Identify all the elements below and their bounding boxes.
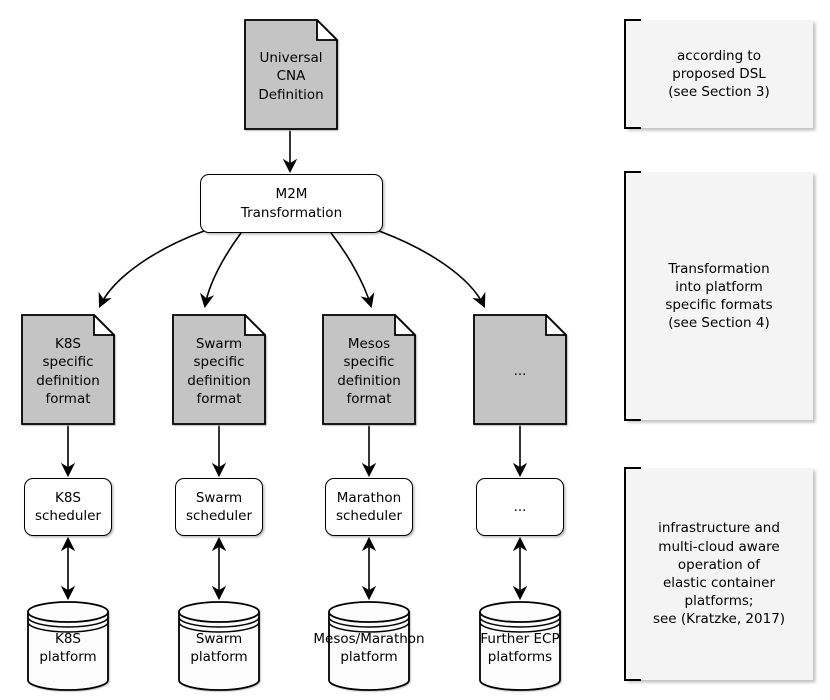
- swarm-scheduler-label: Swarm scheduler: [185, 489, 253, 524]
- annotation-operation: infrastructure and multi-cloud aware ope…: [624, 467, 813, 681]
- k8s-platform-label: K8S platform: [39, 631, 97, 666]
- node-swarm-definition-doc: Swarm specific definition format: [172, 314, 266, 425]
- node-k8s-scheduler: K8S scheduler: [24, 478, 112, 536]
- m2m-label: M2M Transformation: [240, 186, 343, 221]
- swarm-platform-label: Swarm platform: [190, 631, 248, 666]
- node-swarm-platform: [177, 600, 261, 692]
- arrow-m2m-to-k8s-doc: [98, 230, 205, 308]
- left-bracket-icon: [624, 19, 641, 129]
- other-doc-label: ...: [513, 363, 527, 380]
- node-k8s-platform: [26, 600, 110, 692]
- arrow-m2m-to-swarm-doc: [200, 232, 242, 309]
- mesos-doc-label: Mesos specific definition format: [337, 336, 401, 407]
- node-further-ecp-platforms: [478, 600, 562, 692]
- annotation-dsl: according to proposed DSL (see Section 3…: [624, 19, 813, 129]
- node-marathon-scheduler: Marathon scheduler: [325, 478, 413, 536]
- document-icon: [473, 314, 567, 425]
- database-cylinder-icon: [479, 601, 561, 691]
- document-icon: [244, 19, 338, 130]
- node-m2m-transformation: M2M Transformation: [200, 174, 383, 233]
- node-universal-cna-definition: Universal CNA Definition: [244, 19, 338, 130]
- k8s-doc-label: K8S specific definition format: [36, 336, 100, 407]
- node-other-definition-doc: ...: [473, 314, 567, 425]
- document-icon: [322, 314, 416, 425]
- node-mesos-marathon-platform: [327, 600, 411, 692]
- database-cylinder-icon: [178, 601, 260, 691]
- left-bracket-icon: [624, 171, 641, 421]
- document-icon: [172, 314, 266, 425]
- node-k8s-definition-doc: K8S specific definition format: [21, 314, 115, 425]
- mesos-platform-label: Mesos/Marathon platform: [313, 631, 425, 666]
- further-ecp-platforms-label: Further ECP platforms: [480, 631, 560, 666]
- database-cylinder-icon: [328, 601, 410, 691]
- annotation-dsl-text: according to proposed DSL (see Section 3…: [668, 47, 770, 101]
- k8s-scheduler-label: K8S scheduler: [34, 489, 102, 524]
- left-bracket-icon: [624, 467, 641, 681]
- arrow-m2m-to-mesos-doc: [330, 232, 375, 309]
- universal-cna-label: Universal CNA Definition: [258, 50, 324, 103]
- node-swarm-scheduler: Swarm scheduler: [175, 478, 263, 536]
- annotation-operation-text: infrastructure and multi-cloud aware ope…: [652, 520, 786, 628]
- node-other-scheduler: ...: [476, 478, 564, 536]
- marathon-scheduler-label: Marathon scheduler: [335, 489, 403, 524]
- node-mesos-definition-doc: Mesos specific definition format: [322, 314, 416, 425]
- swarm-doc-label: Swarm specific definition format: [187, 336, 251, 407]
- other-scheduler-label: ...: [513, 498, 527, 515]
- annotation-transformation: Transformation into platform specific fo…: [624, 171, 813, 421]
- database-cylinder-icon: [27, 601, 109, 691]
- document-icon: [21, 314, 115, 425]
- arrow-m2m-to-other-doc: [378, 230, 486, 308]
- annotation-transformation-text: Transformation into platform specific fo…: [665, 260, 773, 332]
